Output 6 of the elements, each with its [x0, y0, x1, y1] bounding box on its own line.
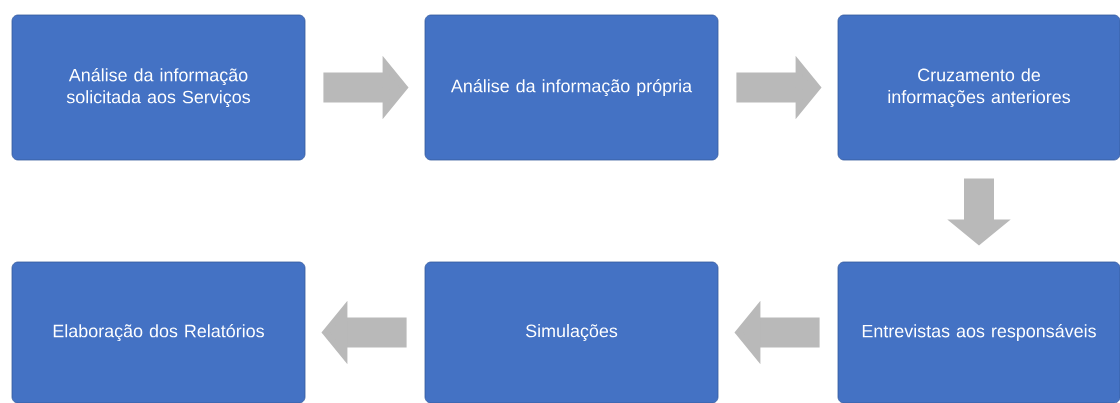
process-box: Análise da informação solicitada aos Serviços: [11, 14, 306, 161]
process-box: Análise da informação própria: [424, 14, 719, 161]
process-box: Entrevistas aos responsáveis: [837, 261, 1120, 403]
process-box: Elaboração dos Relatórios: [11, 261, 306, 403]
process-box: Simulações: [424, 261, 719, 403]
process-box: Cruzamento de informações anteriores: [837, 14, 1120, 161]
